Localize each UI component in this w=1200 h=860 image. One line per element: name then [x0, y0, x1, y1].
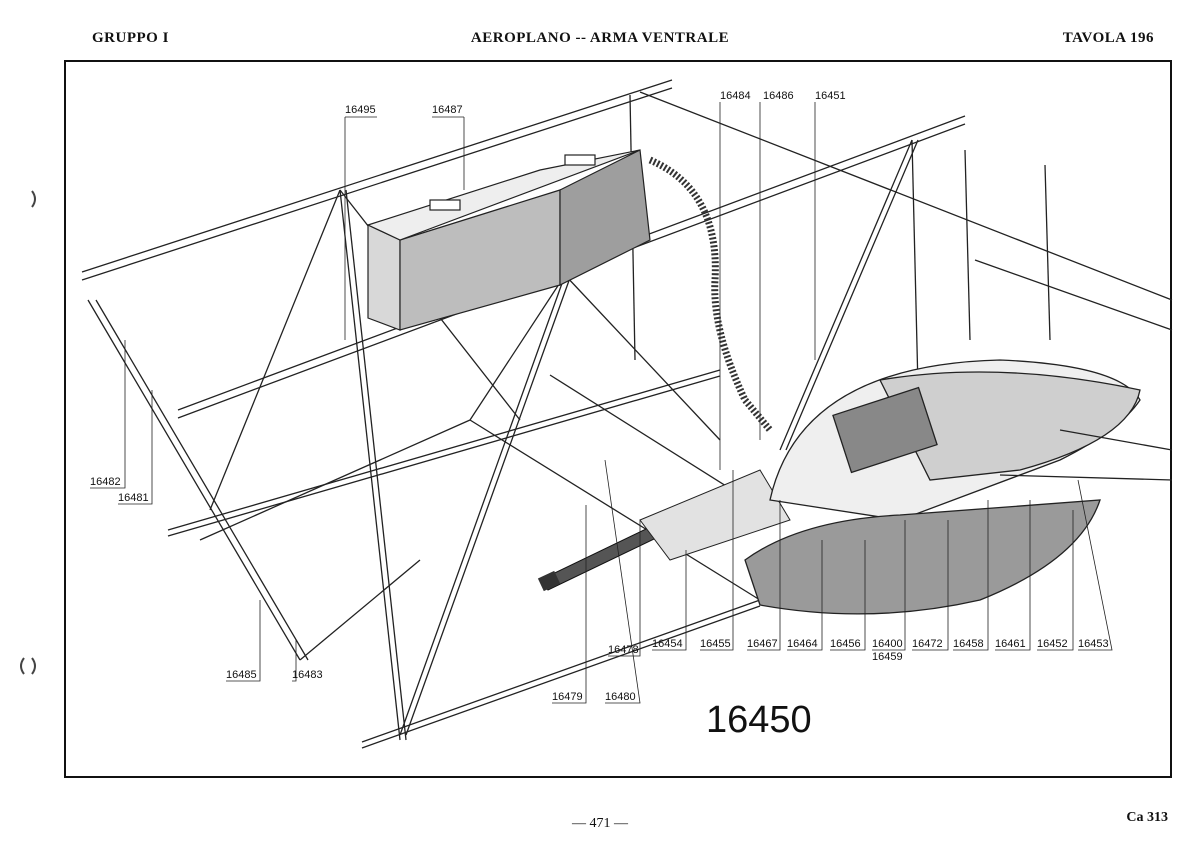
callout-16479: 16479	[552, 691, 583, 703]
ammunition-belt	[648, 156, 773, 433]
leader-lines	[90, 102, 1113, 704]
callout-16485: 16485	[226, 669, 257, 681]
ammunition-box	[366, 149, 651, 331]
callout-16486: 16486	[763, 90, 794, 102]
callout-16400: 16400	[872, 638, 903, 650]
header-group: GRUPPO I	[92, 30, 169, 46]
callout-16484: 16484	[720, 90, 751, 102]
callout-16464: 16464	[787, 638, 818, 650]
callout-16459: 16459	[872, 651, 903, 663]
callout-16452: 16452	[1037, 638, 1068, 650]
callout-16461: 16461	[995, 638, 1026, 650]
callout-16456: 16456	[830, 638, 861, 650]
header-plate: TAVOLA 196	[1062, 30, 1154, 46]
callout-16495: 16495	[345, 104, 376, 116]
ventral-gun	[537, 469, 791, 592]
callout-16482: 16482	[90, 476, 121, 488]
callout-16480: 16480	[605, 691, 636, 703]
assembly-number: 16450	[706, 699, 812, 741]
callout-16454: 16454	[652, 638, 683, 650]
document-code: Ca 313	[1126, 810, 1168, 825]
callout-16481: 16481	[118, 492, 149, 504]
callout-16453: 16453	[1078, 638, 1109, 650]
callout-16458: 16458	[953, 638, 984, 650]
callout-16467: 16467	[747, 638, 778, 650]
binder-hole-mark	[18, 188, 40, 210]
callout-16472: 16472	[912, 638, 943, 650]
fuselage-truss	[81, 79, 1173, 749]
callout-16451: 16451	[815, 90, 846, 102]
callout-16478: 16478	[608, 644, 639, 656]
binder-hole-mark	[18, 655, 40, 677]
drawing-frame	[64, 60, 1172, 778]
callout-16483: 16483	[292, 669, 323, 681]
header-title: AEROPLANO -- ARMA VENTRALE	[470, 30, 730, 46]
callout-16487: 16487	[432, 104, 463, 116]
page-number: — 471 —	[572, 816, 628, 831]
ventral-gondola	[744, 359, 1173, 615]
callout-16455: 16455	[700, 638, 731, 650]
